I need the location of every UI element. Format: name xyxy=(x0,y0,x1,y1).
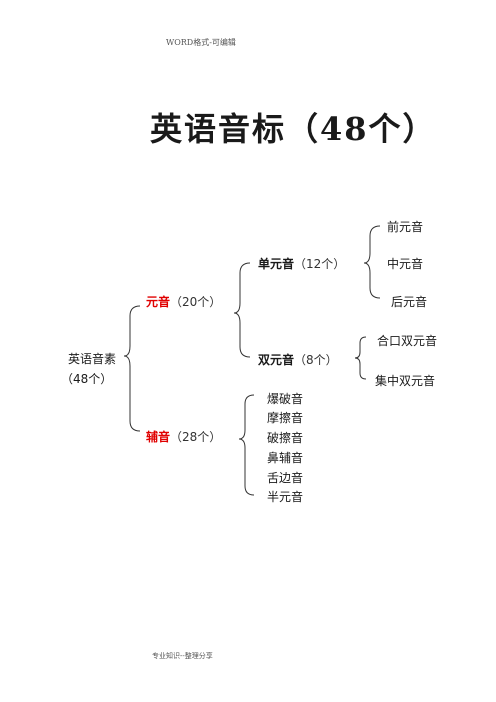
list-item: 破擦音 xyxy=(267,431,304,445)
list-item: 摩擦音 xyxy=(267,411,304,425)
monophthongs-label: 单元音 xyxy=(258,257,295,271)
page-title: 英语音标（48个） xyxy=(150,110,437,148)
brace-diphthongs xyxy=(354,336,367,380)
list-item: 前元音 xyxy=(387,220,424,234)
vowels-node: 元音（20个） xyxy=(146,293,221,310)
consonants-node: 辅音（28个） xyxy=(146,428,221,445)
diphthongs-count: （8个） xyxy=(294,353,338,367)
consonants-label: 辅音 xyxy=(146,430,171,444)
list-item: 中元音 xyxy=(387,257,424,271)
brace-monophthongs xyxy=(363,225,381,299)
list-item: 爆破音 xyxy=(267,392,304,406)
brace-vowels xyxy=(233,262,251,358)
vowels-count: （20个） xyxy=(170,295,222,309)
list-item: 半元音 xyxy=(267,490,304,504)
list-item: 舌边音 xyxy=(267,471,304,485)
list-item: 合口双元音 xyxy=(377,334,438,348)
root-label: 英语音素 xyxy=(68,352,117,366)
list-item: 集中双元音 xyxy=(375,374,436,388)
diphthongs-node: 双元音（8个） xyxy=(258,351,338,368)
vowels-label: 元音 xyxy=(146,295,171,309)
root-count: （48个） xyxy=(61,372,113,386)
monophthongs-count: （12个） xyxy=(294,257,346,271)
list-item: 后元音 xyxy=(391,295,428,309)
page-header: WORD格式-可编辑 xyxy=(166,38,236,47)
page-footer: 专业知识--整理分享 xyxy=(152,652,213,660)
brace-root xyxy=(123,305,141,432)
diphthongs-label: 双元音 xyxy=(258,353,295,367)
list-item: 鼻辅音 xyxy=(267,451,304,465)
monophthongs-node: 单元音（12个） xyxy=(258,255,345,272)
consonants-count: （28个） xyxy=(170,430,222,444)
brace-consonants xyxy=(238,394,255,496)
